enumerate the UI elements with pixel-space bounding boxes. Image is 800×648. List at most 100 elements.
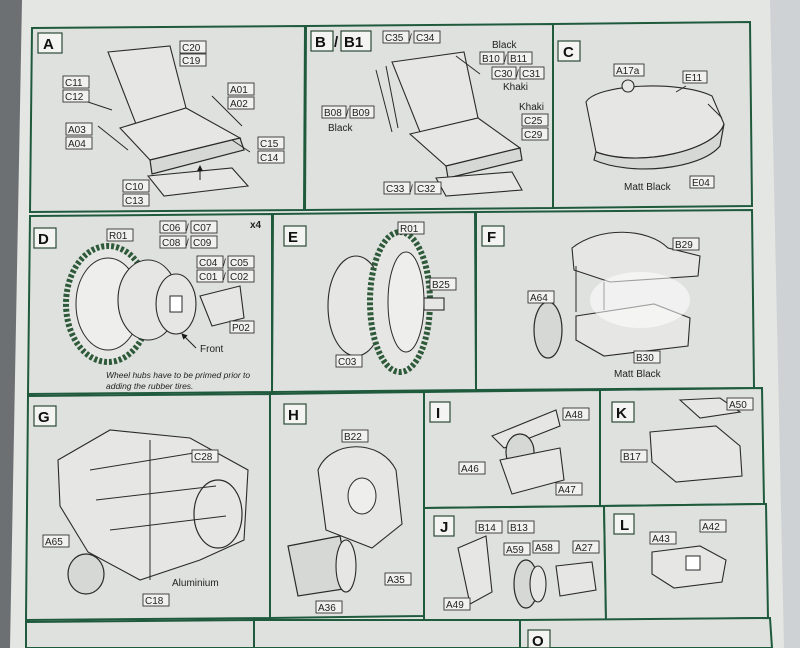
- part-label-a17a: A17a: [613, 63, 645, 77]
- svg-text:B08: B08: [324, 108, 342, 119]
- svg-text:B09: B09: [352, 108, 370, 119]
- panel-bottom-row: O: [25, 616, 774, 648]
- svg-text:/: /: [409, 33, 412, 44]
- panel-f: F B29 A64 B30 Matt Black: [475, 208, 756, 392]
- part-label-c07: C07: [190, 220, 218, 234]
- part-label-b29: B29: [672, 237, 700, 251]
- svg-text:C12: C12: [65, 92, 84, 103]
- part-label-c12: C12: [62, 89, 90, 103]
- part-label-c18: C18: [142, 593, 170, 607]
- svg-text:B10: B10: [482, 54, 500, 65]
- svg-text:B22: B22: [344, 432, 362, 443]
- color-note-khaki-2: Khaki: [519, 102, 544, 113]
- svg-text:A27: A27: [575, 543, 593, 554]
- step-label-b: B: [315, 34, 326, 51]
- part-label-a35: A35: [384, 572, 412, 586]
- svg-text:A46: A46: [461, 464, 479, 475]
- svg-text:/: /: [346, 108, 349, 119]
- part-label-c31: C31: [519, 66, 545, 80]
- step-label-b1: B1: [344, 34, 363, 51]
- svg-text:C31: C31: [522, 69, 541, 80]
- part-label-a50: A50: [726, 397, 754, 411]
- part-label-b14: B14: [475, 520, 503, 534]
- part-label-b09: B09: [349, 105, 375, 119]
- step-label-e: E: [288, 229, 298, 246]
- quantity-note: x4: [250, 220, 262, 231]
- part-label-c10: C10: [122, 179, 150, 193]
- svg-text:/: /: [223, 258, 226, 269]
- part-label-a46: A46: [458, 461, 486, 475]
- step-label-j: J: [440, 519, 448, 536]
- panel-l: L A43 A42: [602, 502, 770, 622]
- svg-text:B29: B29: [675, 240, 693, 251]
- step-label-k: K: [616, 405, 627, 422]
- part-label-b30: B30: [633, 350, 661, 364]
- color-note-matt-black-c: Matt Black: [624, 182, 672, 193]
- part-label-a65: A65: [42, 534, 70, 548]
- step-label-a: A: [43, 36, 54, 53]
- svg-text:A64: A64: [530, 293, 548, 304]
- part-label-a02: A02: [227, 96, 255, 110]
- part-label-a43: A43: [649, 531, 677, 545]
- part-label-c04: C04: [196, 255, 224, 269]
- front-label: Front: [200, 344, 224, 355]
- svg-text:C32: C32: [417, 184, 436, 195]
- svg-text:A47: A47: [558, 485, 576, 496]
- step-label-l: L: [620, 517, 629, 534]
- svg-text:C01: C01: [199, 272, 218, 283]
- svg-text:B13: B13: [510, 523, 528, 534]
- color-note-aluminium: Aluminium: [172, 578, 219, 589]
- part-label-c32: C32: [414, 181, 442, 195]
- part-label-c20: C20: [179, 40, 207, 54]
- panel-c: C A17a E11 E04 Matt Black: [552, 20, 754, 210]
- part-label-b22: B22: [341, 429, 369, 443]
- svg-text:E11: E11: [685, 73, 702, 84]
- svg-text:C02: C02: [230, 272, 249, 283]
- svg-text:A02: A02: [230, 99, 248, 110]
- svg-text:/: /: [334, 34, 339, 51]
- svg-text:C29: C29: [524, 130, 543, 141]
- part-label-c08: C08: [159, 235, 187, 249]
- color-note-matt-black-f: Matt Black: [614, 369, 662, 380]
- part-label-b17: B17: [620, 449, 648, 463]
- svg-text:/: /: [223, 272, 226, 283]
- svg-text:C11: C11: [65, 78, 83, 89]
- svg-text:A42: A42: [702, 522, 720, 533]
- part-label-c09: C09: [190, 235, 218, 249]
- part-label-a01: A01: [227, 82, 255, 96]
- part-label-c13: C13: [122, 193, 150, 207]
- svg-text:C34: C34: [416, 33, 435, 44]
- svg-text:C13: C13: [125, 196, 144, 207]
- part-label-c33: C33: [383, 181, 411, 195]
- step-label-f: F: [487, 229, 496, 246]
- part-label-r01-e: R01: [397, 221, 425, 235]
- svg-text:A65: A65: [45, 537, 63, 548]
- svg-text:A59: A59: [506, 545, 524, 556]
- panel-a: A C20 C19 C11 C12 A01 A02 A03 A04 C15 C1…: [28, 24, 307, 214]
- step-label-o: O: [532, 633, 544, 648]
- svg-text:A49: A49: [446, 600, 464, 611]
- svg-text:A58: A58: [535, 543, 553, 554]
- svg-text:C05: C05: [230, 258, 249, 269]
- part-label-c03: C03: [335, 354, 363, 368]
- panel-g: G C28 A65 C18 Aluminium: [24, 392, 271, 622]
- part-label-c28: C28: [191, 449, 219, 463]
- color-note-black-2: Black: [328, 123, 353, 134]
- part-label-b13: B13: [507, 520, 535, 534]
- svg-text:A35: A35: [387, 575, 405, 586]
- svg-text:B17: B17: [623, 452, 641, 463]
- svg-text:C14: C14: [260, 153, 279, 164]
- svg-text:B14: B14: [478, 523, 496, 534]
- svg-text:C15: C15: [260, 139, 279, 150]
- part-label-a42: A42: [699, 519, 727, 533]
- color-note-khaki-1: Khaki: [503, 82, 528, 93]
- svg-text:A01: A01: [230, 85, 248, 96]
- part-label-c19: C19: [179, 53, 207, 67]
- svg-text:B25: B25: [432, 280, 450, 291]
- svg-text:C04: C04: [199, 258, 218, 269]
- part-label-c34: C34: [413, 30, 441, 44]
- part-label-c06: C06: [159, 220, 187, 234]
- part-label-a48: A48: [562, 407, 590, 421]
- svg-text:/: /: [186, 238, 189, 249]
